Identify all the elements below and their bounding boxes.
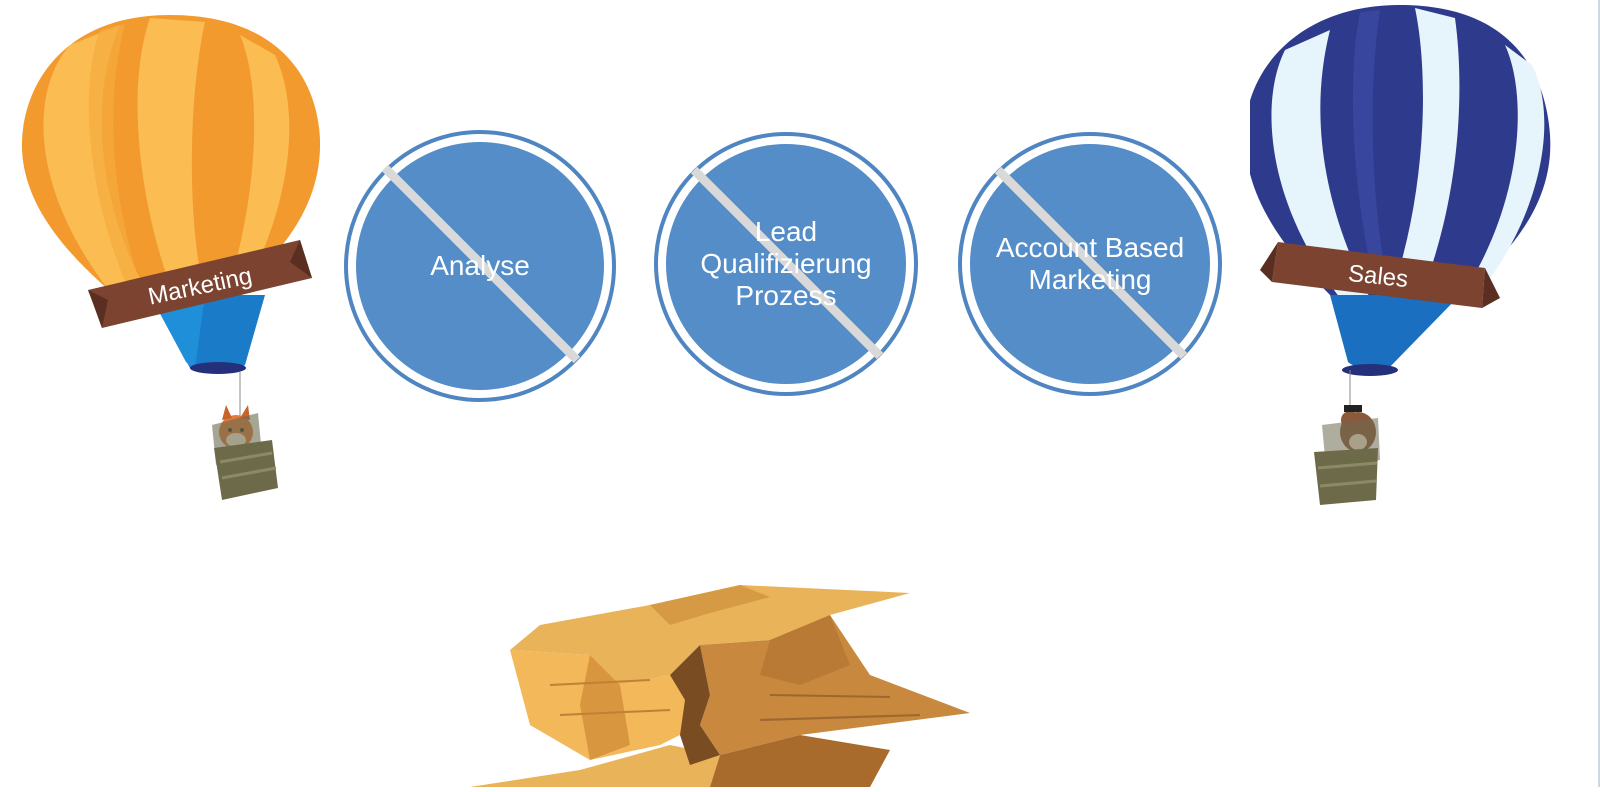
slide-edge: [1598, 0, 1600, 787]
circle-analyse: Analyse: [340, 126, 620, 406]
marketing-balloon-icon: Marketing: [21, 15, 321, 500]
canyon-crack: [470, 585, 990, 787]
crossed-circle-icon: [958, 132, 1222, 396]
sales-balloon-icon: Sales: [1244, 5, 1551, 505]
circle-lead-qualifizierung: Lead Qualifizierung Prozess: [650, 128, 922, 400]
canyon-crack-icon: [470, 585, 970, 787]
crossed-circle-icon: [344, 130, 616, 402]
circle-account-based-marketing: Account Based Marketing: [954, 128, 1226, 400]
sales-balloon: Sales: [1244, 0, 1600, 530]
marketing-balloon: Marketing: [0, 0, 340, 520]
sales-label: Sales: [1347, 260, 1410, 293]
crossed-circle-icon: [654, 132, 918, 396]
